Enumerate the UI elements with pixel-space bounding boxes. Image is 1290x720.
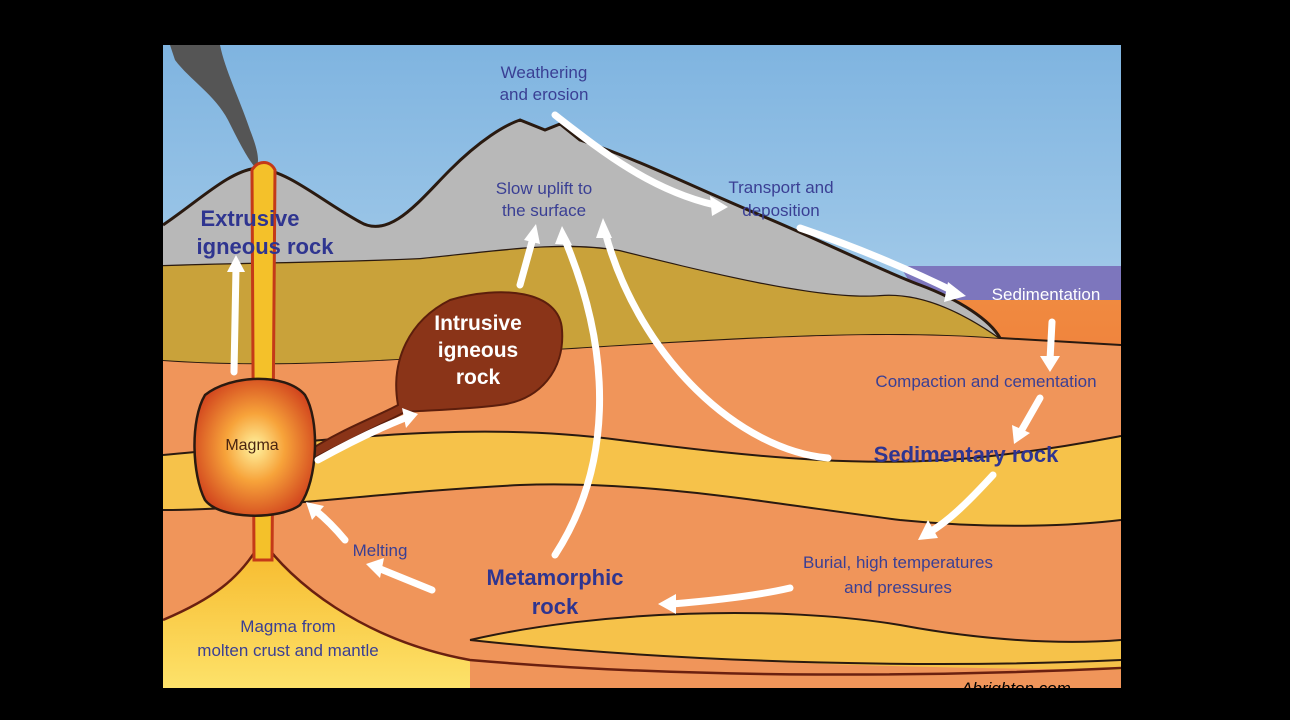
label-intrusive-1: Intrusive [434,312,522,335]
watermark: Abrighton.com [960,679,1071,698]
label-melting: Melting [353,541,408,560]
label-magma-source-1: Magma from [240,617,335,636]
label-uplift-2: the surface [502,201,586,220]
label-burial-2: and pressures [844,578,952,597]
label-magma-source-2: molten crust and mantle [197,641,378,660]
label-metamorphic-1: Metamorphic [487,565,624,590]
label-metamorphic-2: rock [532,594,579,619]
label-weathering-2: and erosion [500,85,589,104]
label-extrusive-1: Extrusive [200,206,299,231]
label-sedimentation: Sedimentation [992,285,1101,304]
label-sedimentary-rock: Sedimentary rock [874,442,1059,467]
label-extrusive-2: igneous rock [197,234,335,259]
label-weathering-1: Weathering [501,63,588,82]
label-compaction: Compaction and cementation [875,372,1096,391]
label-uplift-1: Slow uplift to [496,179,592,198]
label-burial-1: Burial, high temperatures [803,553,993,572]
label-intrusive-3: rock [456,366,501,389]
label-transport-2: deposition [742,201,820,220]
label-magma: Magma [225,437,278,454]
label-transport-1: Transport and [728,178,833,197]
label-intrusive-2: igneous [438,339,519,362]
